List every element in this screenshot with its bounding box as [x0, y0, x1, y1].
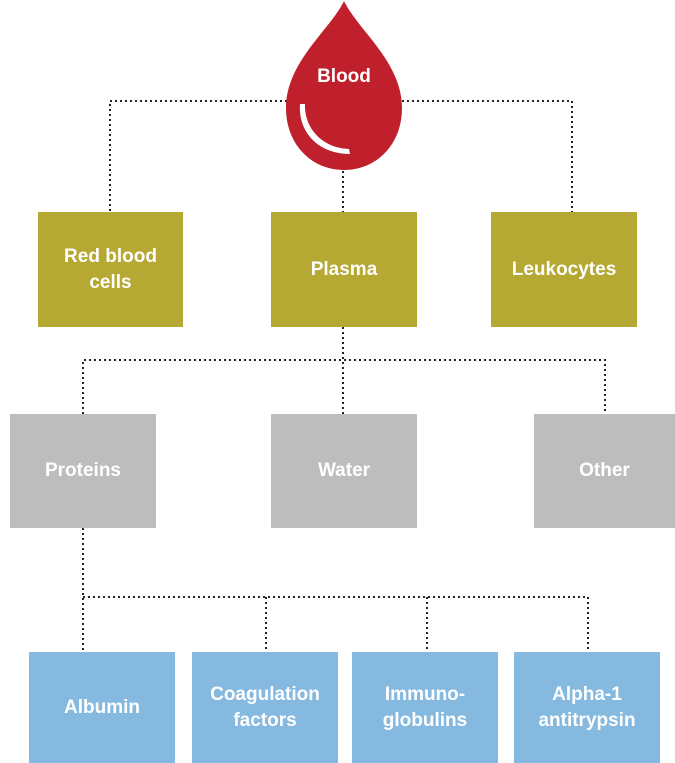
- node-red-blood-cells: Red blood cells: [38, 212, 183, 327]
- blood-drop-highlight: [299, 104, 350, 154]
- node-other: Other: [534, 414, 675, 528]
- node-water: Water: [271, 414, 417, 528]
- connector-blood-leukocytes: [392, 100, 573, 212]
- node-proteins: Proteins: [10, 414, 156, 528]
- connector-blood-rbc: [109, 100, 292, 212]
- blood-label: Blood: [317, 66, 371, 87]
- blood-drop-shape: [286, 1, 402, 170]
- node-albumin: Albumin: [29, 652, 175, 763]
- connector-level3-bus: [83, 596, 589, 652]
- node-alpha-1-antitrypsin: Alpha-1 antitrypsin: [514, 652, 660, 763]
- node-immunoglobulins: Immuno- globulins: [352, 652, 498, 763]
- node-coagulation-factors: Coagulation factors: [192, 652, 338, 763]
- node-plasma: Plasma: [271, 212, 417, 327]
- connector-level2-bus: [82, 359, 606, 414]
- node-leukocytes: Leukocytes: [491, 212, 637, 327]
